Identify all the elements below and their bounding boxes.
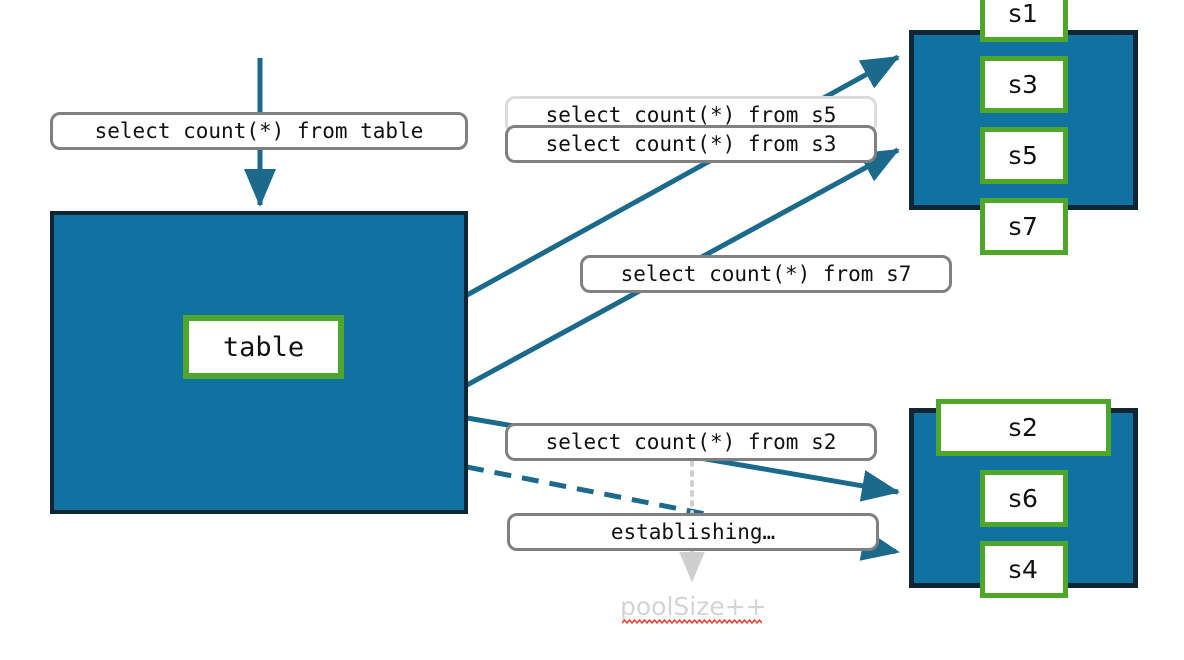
node-s7-label: s7 (1008, 212, 1039, 241)
bottom-cluster-grid: s2 s6 s4 (914, 398, 1133, 598)
query-label-s7[interactable]: select count(*) from s7 (580, 255, 952, 293)
top-cluster-grid: s1 s3 s5 s7 (914, 0, 1133, 255)
spellcheck-underline-icon (622, 619, 762, 624)
node-s6[interactable]: s6 (979, 469, 1068, 527)
table-container: table (50, 211, 468, 514)
query-label-s2-text: select count(*) from s2 (545, 430, 837, 454)
query-label-table-text: select count(*) from table (94, 119, 424, 143)
node-s3[interactable]: s3 (979, 56, 1068, 113)
query-label-s7-text: select count(*) from s7 (620, 262, 912, 286)
query-label-s5-text: select count(*) from s5 (545, 103, 837, 127)
node-table[interactable]: table (183, 315, 344, 379)
node-s1[interactable]: s1 (979, 0, 1068, 42)
node-s5-label: s5 (1008, 141, 1039, 170)
query-label-establishing-text: establishing… (610, 520, 776, 544)
node-s6-label: s6 (1008, 483, 1039, 513)
node-s3-label: s3 (1008, 70, 1039, 99)
node-s4-label: s4 (1008, 554, 1039, 584)
node-s2[interactable]: s2 (936, 398, 1111, 456)
node-s7[interactable]: s7 (979, 198, 1068, 255)
top-cluster: s1 s3 s5 s7 (909, 0, 1138, 255)
node-s4[interactable]: s4 (979, 540, 1068, 598)
poolsize-annotation: poolSize++ (620, 592, 767, 624)
bottom-cluster: s2 s6 s4 (909, 398, 1138, 598)
node-s2-label: s2 (1008, 412, 1039, 442)
node-table-label: table (222, 331, 305, 363)
query-label-establishing[interactable]: establishing… (507, 513, 879, 551)
query-label-s3-text: select count(*) from s3 (545, 132, 837, 156)
query-label-s3[interactable]: select count(*) from s3 (505, 125, 877, 163)
query-label-table[interactable]: select count(*) from table (50, 112, 468, 150)
node-s5[interactable]: s5 (979, 127, 1068, 184)
query-label-s2[interactable]: select count(*) from s2 (505, 423, 877, 461)
node-s1-label: s1 (1008, 0, 1039, 28)
poolsize-text: poolSize++ (620, 592, 767, 621)
